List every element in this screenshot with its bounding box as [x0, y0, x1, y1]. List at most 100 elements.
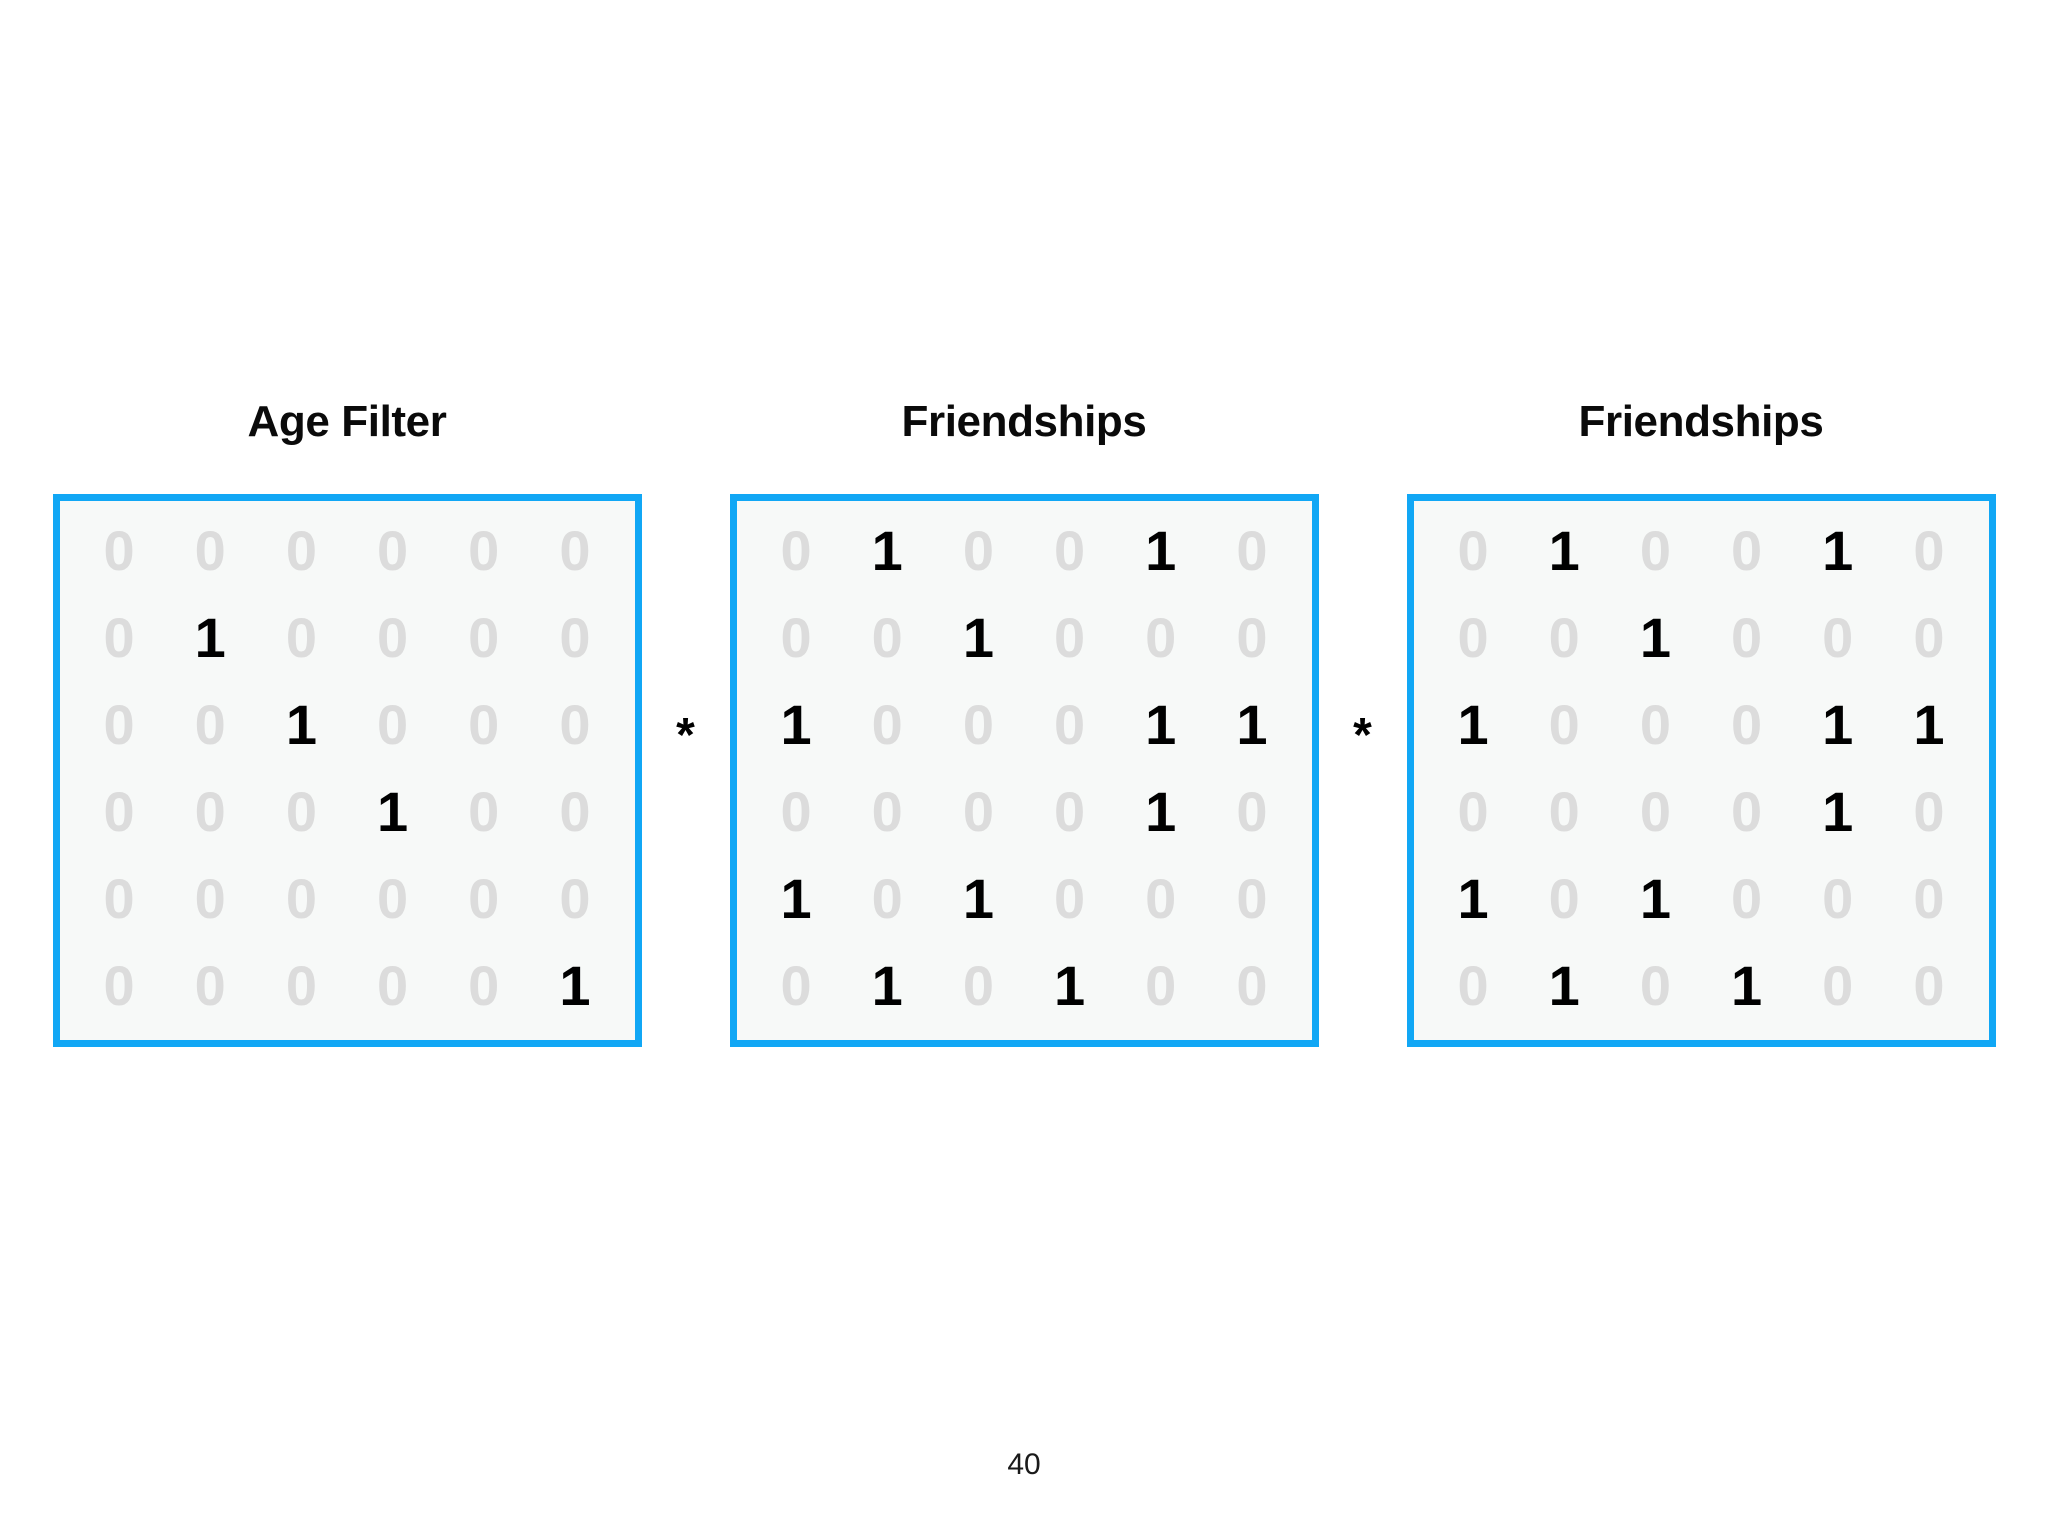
matrix-cell: 0: [1145, 605, 1177, 669]
matrix-cell: 1: [1457, 692, 1489, 756]
matrix-cell: 0: [376, 954, 409, 1018]
matrix-cell: 1: [1236, 692, 1268, 756]
matrix-cell: 0: [559, 780, 591, 844]
matrix-cell: 0: [1053, 518, 1086, 582]
matrix-cell: 0: [468, 780, 500, 844]
operator-slot-1: *: [1322, 400, 1404, 1047]
matrix-cell: 0: [1913, 867, 1945, 931]
matrix-cell: 0: [103, 780, 135, 844]
matrix-cell: 0: [194, 780, 226, 844]
matrix-cell: 0: [1822, 954, 1854, 1018]
matrix-cell: 0: [468, 954, 500, 1018]
matrix-cell: 0: [559, 867, 591, 931]
matrix-cell: 0: [194, 518, 226, 582]
matrix-cell: 0: [1457, 954, 1489, 1018]
matrix-cell: 0: [1457, 518, 1489, 582]
matrix-cell: 1: [1145, 780, 1177, 844]
matrix-cell: 1: [1548, 518, 1580, 582]
matrix-cell: 0: [103, 954, 135, 1018]
matrix-cell: 0: [1639, 780, 1671, 844]
matrix-cell: 1: [1822, 692, 1854, 756]
matrix-cell: 0: [1053, 605, 1086, 669]
matrix-cell: 0: [1548, 867, 1580, 931]
matrix-cell: 0: [780, 605, 812, 669]
matrix-cell: 0: [1822, 605, 1854, 669]
matrix-cell: 0: [1457, 780, 1489, 844]
matrix-cell: 0: [1236, 780, 1268, 844]
matrix-cell: 1: [1457, 867, 1489, 931]
matrix-cell: 0: [194, 954, 226, 1018]
matrix-cell: 0: [468, 867, 500, 931]
matrix-cell: 0: [962, 518, 994, 582]
page-number: 40: [1007, 1448, 1041, 1481]
matrix-cell: 0: [962, 954, 994, 1018]
matrix-cell: 0: [1145, 954, 1177, 1018]
operator-slot-0: *: [645, 400, 727, 1047]
matrix-cell: 0: [1913, 954, 1945, 1018]
matrix-cell: 1: [1145, 518, 1177, 582]
matrix-cell: 0: [780, 780, 812, 844]
matrix-cell: 1: [962, 867, 994, 931]
matrix-cell: 1: [194, 605, 226, 669]
matrix-cell: 0: [376, 692, 409, 756]
matrix-cell: 0: [468, 518, 500, 582]
matrix-cell: 1: [871, 518, 903, 582]
matrix-cell: 0: [103, 605, 135, 669]
matrix-cell: 1: [962, 605, 994, 669]
matrix-cell: 0: [468, 605, 500, 669]
matrix-cell: 0: [1822, 867, 1854, 931]
matrix-cell: 0: [871, 692, 903, 756]
matrix-title-2: Friendships: [1578, 397, 1824, 446]
matrix-cell: 0: [1053, 692, 1086, 756]
matrix-cell: 1: [1053, 954, 1086, 1018]
matrix-cell: 0: [1730, 692, 1763, 756]
matrix-cell: 0: [103, 518, 135, 582]
matrix-cell: 1: [1548, 954, 1580, 1018]
matrix-cell: 0: [1730, 780, 1763, 844]
multiply-operator-icon-0: *: [676, 708, 695, 762]
matrix-cell: 0: [1548, 605, 1580, 669]
matrix-cell: 0: [871, 867, 903, 931]
matrix-cell: 0: [285, 867, 317, 931]
matrix-cell: 1: [1145, 692, 1177, 756]
matrix-cell: 0: [1548, 692, 1580, 756]
matrix-cell: 0: [1730, 518, 1763, 582]
matrix-title-1: Friendships: [901, 397, 1147, 446]
matrix-cell: 0: [103, 867, 135, 931]
matrix-cell: 0: [962, 780, 994, 844]
matrix-cell: 0: [1053, 867, 1086, 931]
matrix-cell: 0: [1236, 954, 1268, 1018]
matrix-cell: 0: [103, 692, 135, 756]
matrix-cell: 0: [1548, 780, 1580, 844]
matrix-cell: 0: [194, 867, 226, 931]
matrix-cell: 0: [1913, 780, 1945, 844]
matrix-cell: 0: [559, 692, 591, 756]
matrix-cell: 0: [871, 780, 903, 844]
matrix-cell: 0: [1913, 518, 1945, 582]
matrix-cell: 1: [376, 780, 409, 844]
matrix-cell: 0: [1236, 518, 1268, 582]
matrix-cell: 0: [1053, 780, 1086, 844]
matrix-cell: 0: [780, 518, 812, 582]
matrix-cell: 1: [1639, 605, 1671, 669]
matrix-cell: 1: [1822, 518, 1854, 582]
matrix-cell: 0: [1913, 605, 1945, 669]
matrix-cell: 0: [780, 954, 812, 1018]
matrix-cell: 0: [285, 954, 317, 1018]
matrix-cell: 0: [1639, 518, 1671, 582]
matrix-cell: 0: [1639, 692, 1671, 756]
matrix-cell: 0: [468, 692, 500, 756]
matrix-cell: 1: [1822, 780, 1854, 844]
matrix-cell: 0: [1730, 867, 1763, 931]
matrix-cell: 0: [285, 780, 317, 844]
matrix-cell: 0: [559, 605, 591, 669]
multiply-operator-icon-1: *: [1353, 708, 1372, 762]
matrix-cell: 1: [1913, 692, 1945, 756]
matrix-cell: 1: [559, 954, 591, 1018]
